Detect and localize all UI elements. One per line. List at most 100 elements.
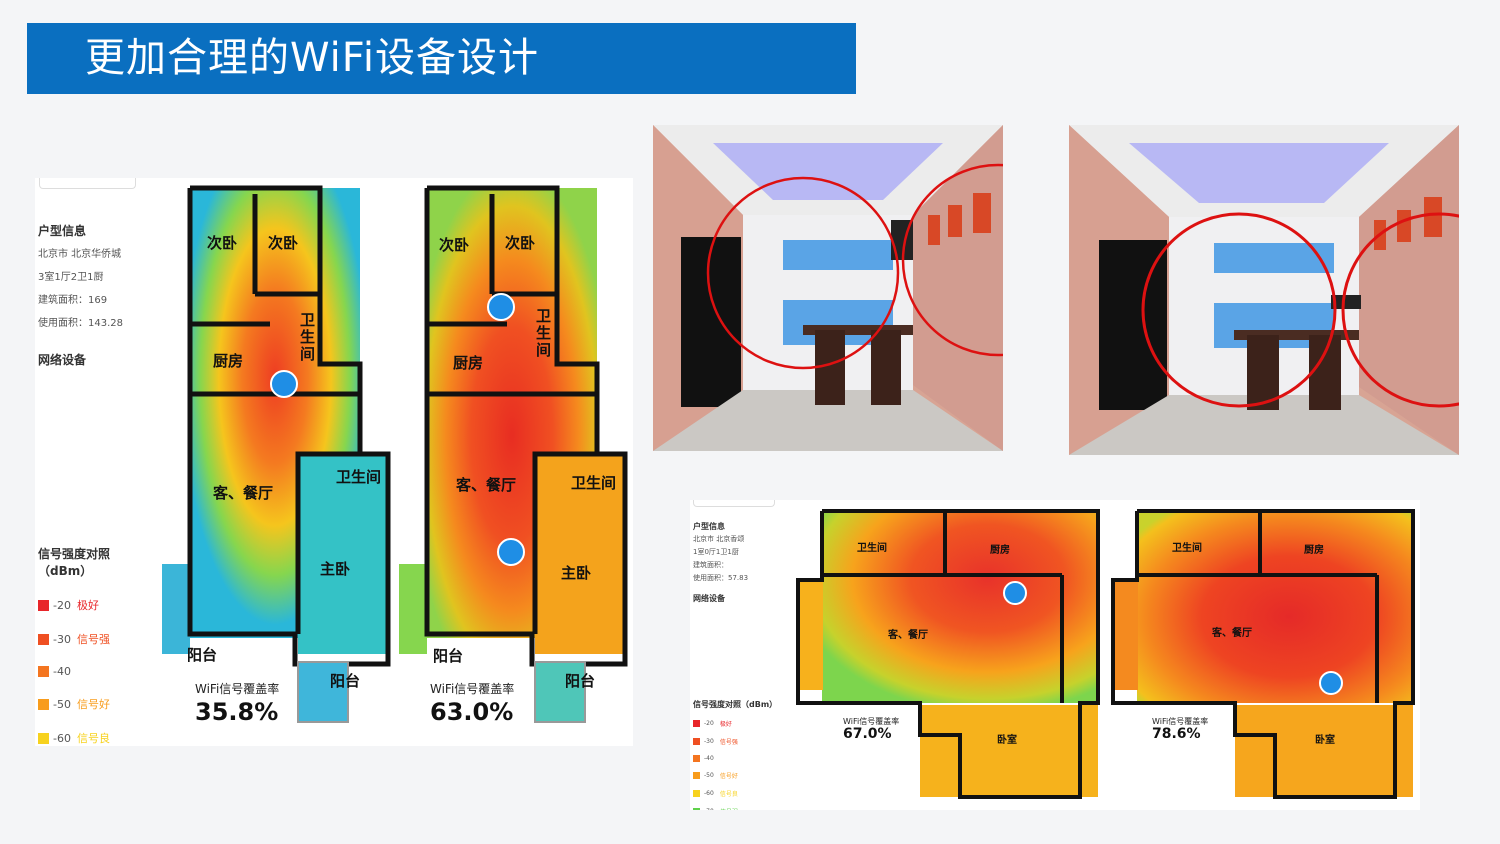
legend-label: 信号弱 bbox=[720, 807, 738, 810]
legend-row: -60 信号良 bbox=[38, 730, 158, 746]
legend-label: 信号强 bbox=[719, 739, 738, 746]
heatmap-panel-3room: 户型信息 北京市 北京华侨城 3室1厅2卫1厨 建筑面积：169 使用面积：14… bbox=[35, 178, 633, 746]
heat-bedroom bbox=[920, 705, 1098, 797]
legend-value: -30 bbox=[53, 632, 71, 646]
room-label: 客、餐厅 bbox=[456, 476, 517, 494]
coverage-value: 67.0% bbox=[843, 726, 892, 742]
network-title: 网络设备 bbox=[38, 353, 87, 367]
legend-row: -60 信号良 bbox=[693, 789, 793, 798]
room-label: 主卧 bbox=[561, 564, 592, 582]
room-label: 客、餐厅 bbox=[888, 630, 928, 641]
room-label: 卫生间 bbox=[300, 311, 316, 363]
room-label: 厨房 bbox=[1304, 545, 1324, 556]
router-icon bbox=[270, 370, 298, 398]
room-label: 阳台 bbox=[433, 647, 464, 665]
router-icon bbox=[487, 293, 515, 321]
legend-value: -60 bbox=[53, 731, 71, 745]
panel-tab bbox=[693, 500, 775, 507]
photo-illustration bbox=[653, 125, 1003, 451]
legend-swatch bbox=[38, 599, 49, 611]
router-icon bbox=[1319, 671, 1343, 695]
heat-area bbox=[822, 511, 1098, 703]
heat-bedroom bbox=[1235, 705, 1413, 797]
room-label: 次卧 bbox=[268, 234, 299, 252]
legend-title: 信号强度对照（dBm） bbox=[693, 700, 778, 709]
legend-swatch bbox=[38, 732, 49, 744]
legend-value: -60 bbox=[704, 790, 714, 797]
heat-balcony2 bbox=[534, 661, 586, 723]
legend-swatch bbox=[38, 698, 49, 710]
legend-label: 信号好 bbox=[719, 773, 738, 780]
floor-plan-heatmap-3 bbox=[796, 509, 1100, 799]
legend-label: 信号良 bbox=[76, 732, 110, 745]
legend-label: 信号好 bbox=[76, 698, 110, 711]
heat-area-left bbox=[798, 580, 823, 690]
legend-swatch bbox=[38, 633, 49, 645]
heat-master bbox=[298, 454, 388, 654]
room-label: 厨房 bbox=[990, 545, 1010, 556]
coverage-value: 35.8% bbox=[195, 698, 279, 726]
room-label: 厨房 bbox=[453, 354, 484, 372]
heat-area-left bbox=[1113, 580, 1138, 690]
legend-value: -20 bbox=[53, 598, 71, 612]
room-label: 卫生间 bbox=[336, 468, 382, 486]
dining-room-photo-router-center bbox=[1069, 125, 1459, 455]
legend-swatch bbox=[38, 666, 49, 677]
legend-swatch bbox=[693, 738, 700, 745]
legend-value: -50 bbox=[53, 697, 71, 711]
heatmap-panel-1room: 户型信息 北京市 北京香颂 1室0厅1卫1厨 建筑面积： 使用面积：57.83 … bbox=[690, 500, 1420, 810]
router-icon bbox=[1003, 581, 1027, 605]
legend-label: 信号强 bbox=[76, 633, 110, 646]
room-label: 卫生间 bbox=[857, 543, 887, 554]
coverage-label: WiFi信号覆盖率 bbox=[430, 682, 515, 696]
room-label: 厨房 bbox=[213, 352, 244, 370]
legend-row: -40 bbox=[38, 665, 158, 678]
coverage-label: WiFi信号覆盖率 bbox=[843, 717, 900, 726]
legend-label: 信号良 bbox=[719, 791, 738, 798]
house-info-line: 北京市 北京华侨城 bbox=[38, 249, 122, 260]
floor-plan-heatmap-4 bbox=[1111, 509, 1415, 799]
legend-swatch bbox=[693, 808, 700, 810]
room-label: 卫生间 bbox=[571, 474, 617, 492]
house-info-line: 使用面积：57.83 bbox=[693, 574, 749, 582]
legend-label: 极好 bbox=[719, 721, 732, 728]
house-info-line: 北京市 北京香颂 bbox=[693, 535, 745, 543]
heat-balcony bbox=[162, 564, 190, 654]
room-label: 卧室 bbox=[997, 735, 1017, 746]
coverage-value: 63.0% bbox=[430, 698, 514, 726]
room-label: 阳台 bbox=[565, 672, 596, 690]
legend-swatch bbox=[693, 755, 700, 762]
house-info-line: 建筑面积： bbox=[693, 561, 728, 569]
room-label: 阳台 bbox=[330, 672, 361, 690]
heat-balcony bbox=[399, 564, 427, 654]
heat-master bbox=[535, 454, 625, 654]
title-bar: 更加合理的WiFi设备设计 bbox=[27, 23, 856, 94]
room-label: 次卧 bbox=[207, 234, 238, 252]
signal-legend: 信号强度对照（dBm） -20极好-30信号强-40-50信号好-60信号良-7… bbox=[693, 699, 793, 810]
house-info-title: 户型信息 bbox=[693, 522, 725, 531]
coverage-label: WiFi信号覆盖率 bbox=[1152, 717, 1209, 726]
legend-swatch bbox=[693, 790, 700, 797]
floor-plan-heatmap-2 bbox=[399, 185, 628, 723]
legend-row: -70信号弱 bbox=[693, 807, 793, 810]
house-info-line: 使用面积：143.28 bbox=[38, 318, 123, 329]
heat-area bbox=[1137, 511, 1413, 703]
room-label: 主卧 bbox=[320, 560, 351, 578]
legend-row: -40 bbox=[693, 755, 793, 762]
panel-tab bbox=[39, 178, 136, 189]
house-info-sidebar: 户型信息 北京市 北京香颂 1室0厅1卫1厨 建筑面积： 使用面积：57.83 … bbox=[693, 521, 793, 604]
legend-swatch bbox=[693, 720, 700, 727]
legend-row: -50 信号好 bbox=[38, 696, 158, 712]
room-label: 次卧 bbox=[505, 234, 536, 252]
legend-label: 极好 bbox=[76, 599, 99, 612]
room-label: 客、餐厅 bbox=[213, 484, 274, 502]
floor-plan-heatmap-1 bbox=[162, 185, 391, 723]
legend-title: 信号强度对照（dBm） bbox=[38, 547, 111, 578]
legend-row: -30 信号强 bbox=[38, 631, 158, 647]
legend-swatch bbox=[693, 772, 700, 779]
house-info-sidebar: 户型信息 北京市 北京华侨城 3室1厅2卫1厨 建筑面积：169 使用面积：14… bbox=[38, 222, 158, 368]
legend-row: -20 极好 bbox=[38, 597, 158, 613]
house-info-line: 建筑面积：169 bbox=[38, 295, 108, 306]
